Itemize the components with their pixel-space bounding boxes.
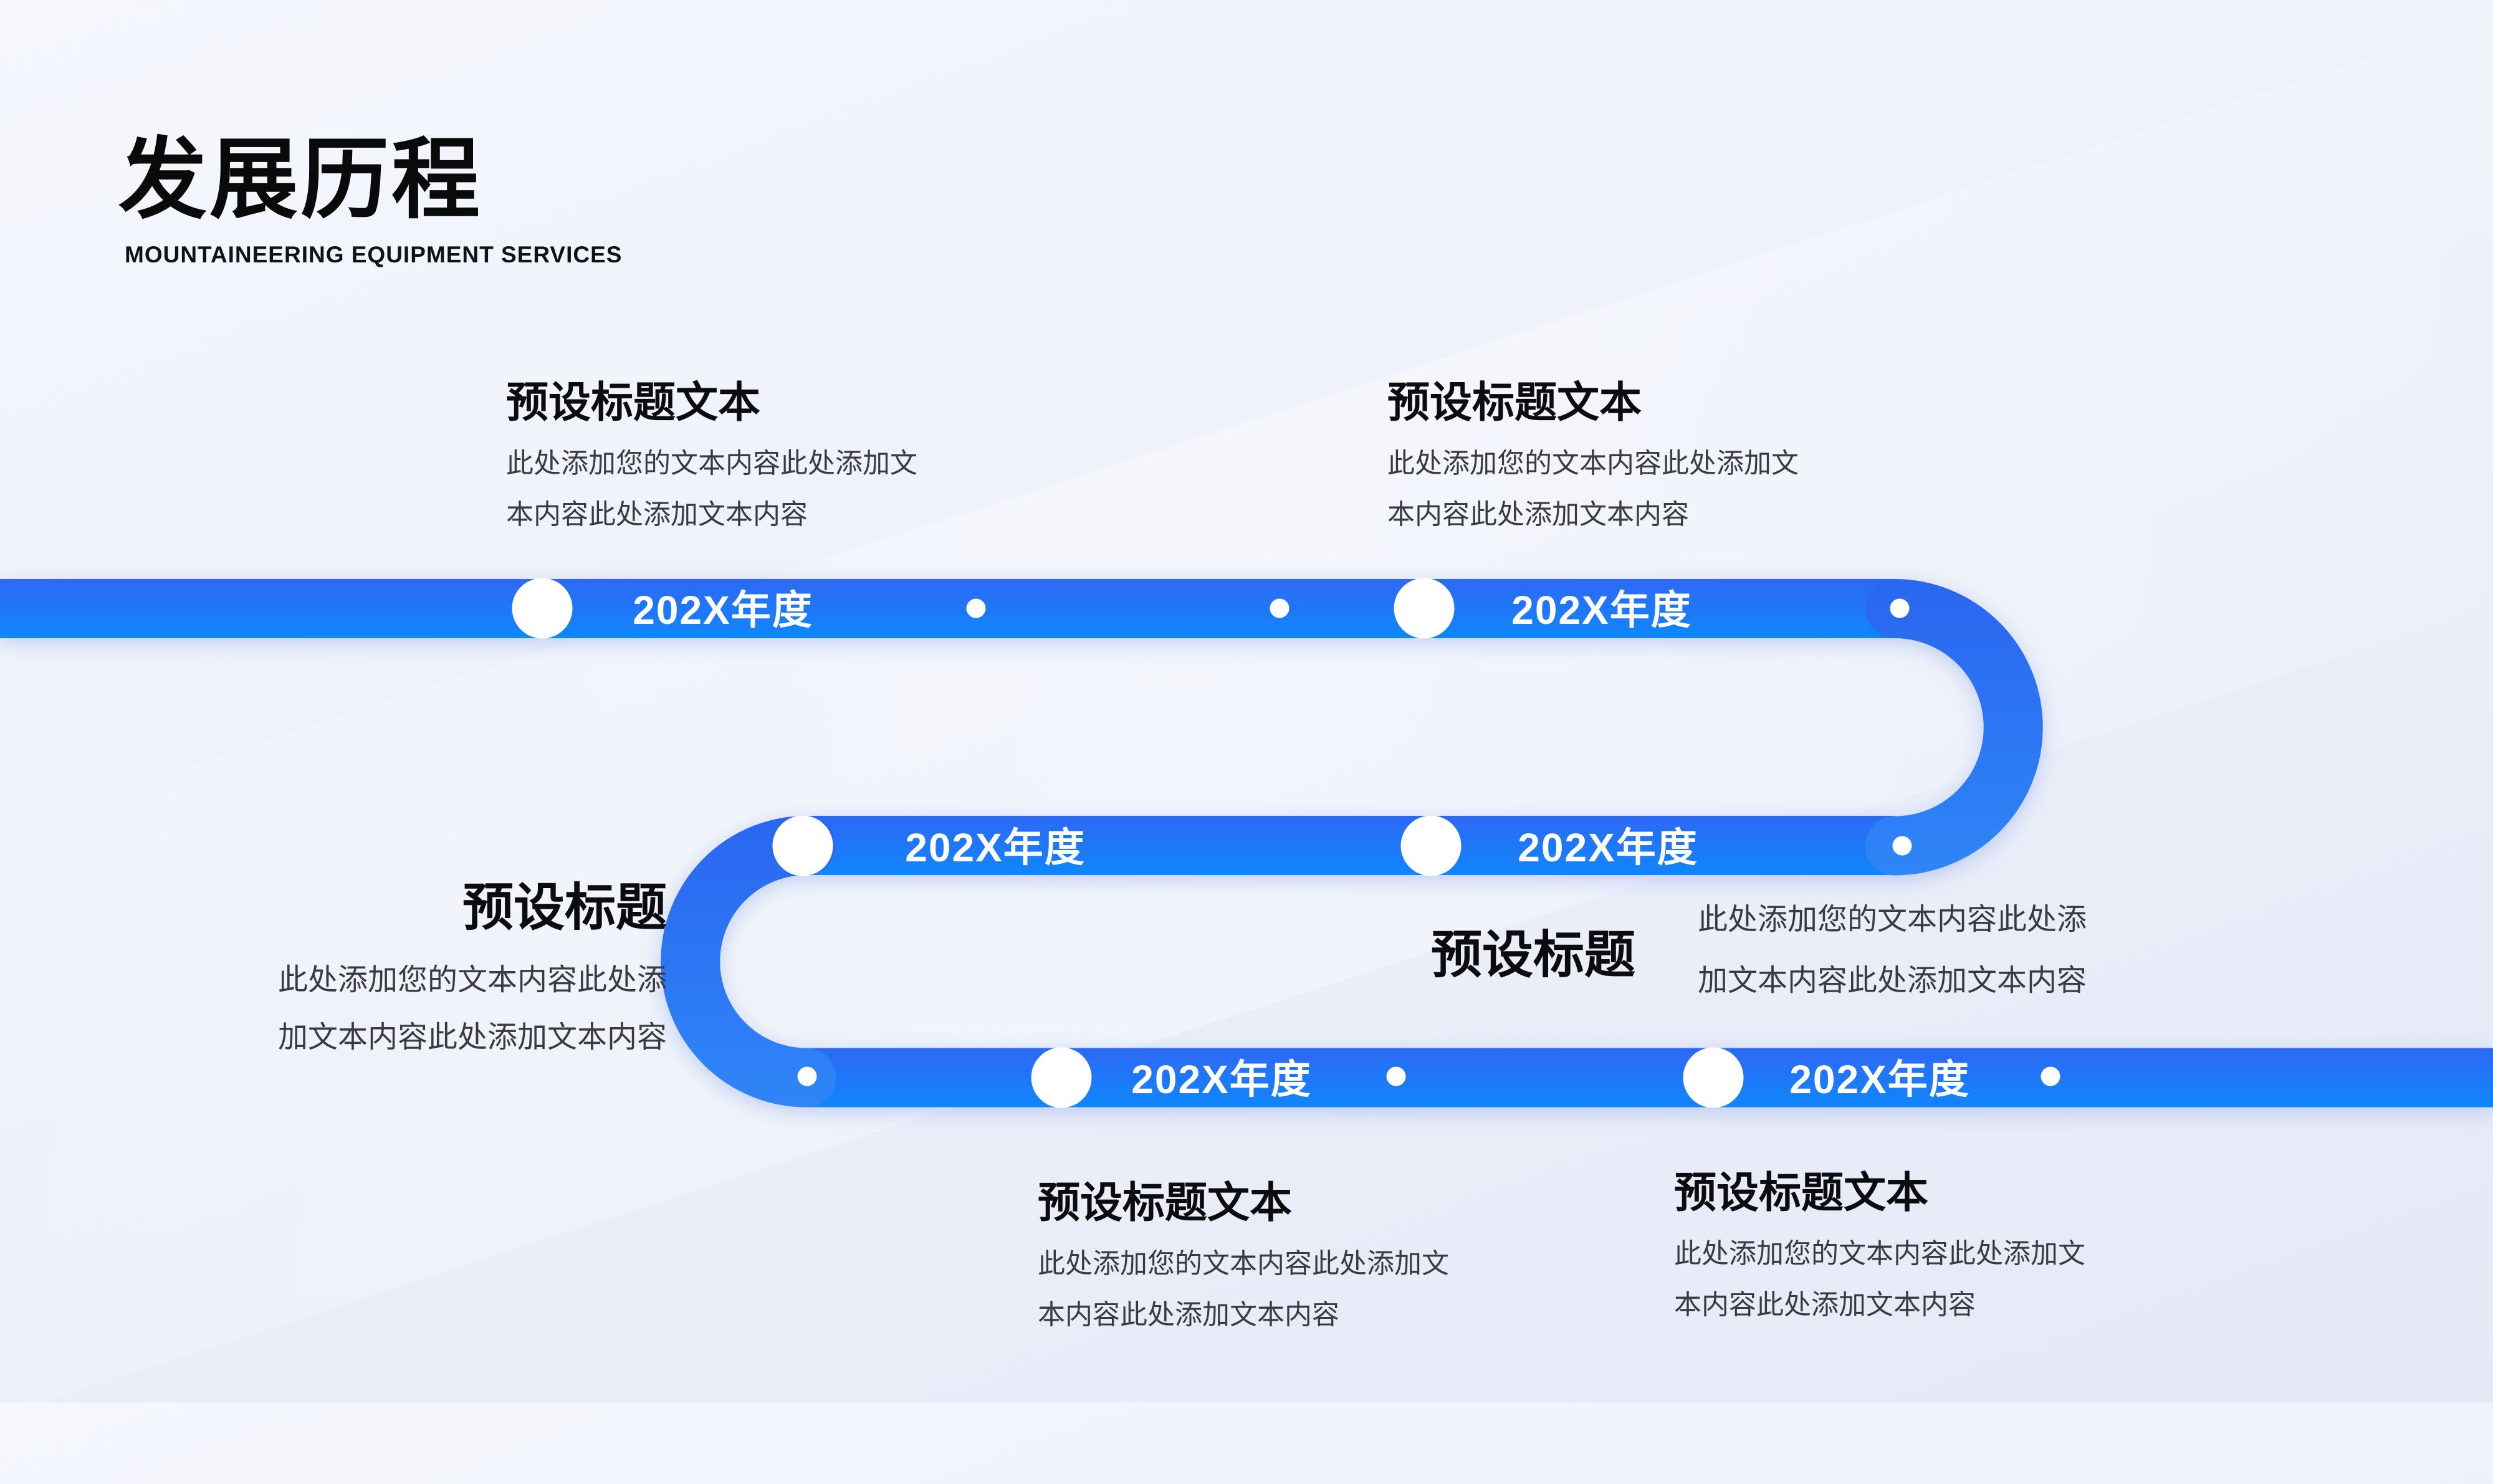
ribbon-row-top [0, 579, 1895, 638]
block-body-line: 加文本内容此处添加文本内容 [277, 1021, 667, 1054]
milestone-node-3 [772, 815, 833, 876]
timeline-dot [2041, 1066, 2060, 1086]
ribbon-turn-right [1865, 579, 2043, 876]
ribbon-row-middle [806, 816, 1895, 875]
timeline-dot [1890, 598, 1910, 618]
year-label-2: 202X年度 [1511, 588, 1692, 633]
timeline-dot [1270, 598, 1290, 618]
year-label-6: 202X年度 [1789, 1057, 1970, 1103]
timeline-dot [1386, 1066, 1406, 1086]
timeline-dot [797, 1066, 817, 1086]
text-block-top-right: 预设标题文本 此处添加您的文本内容此处添加文 本内容此处添加文本内容 [1387, 381, 1799, 529]
block-title: 预设标题文本 [1038, 1179, 1293, 1227]
text-block-middle-right: 此处添加您的文本内容此处添 加文本内容此处添加文本内容 [1698, 905, 2087, 996]
milestone-node-2 [1394, 578, 1455, 639]
text-block-middle-left: 预设标题 此处添加您的文本内容此处添 加文本内容此处添加文本内容 [156, 883, 667, 1053]
block-body-line: 加文本内容此处添加文本内容 [1698, 964, 2087, 997]
block-title: 预设标题 [1431, 927, 1636, 984]
block-body-line: 本内容此处添加文本内容 [1674, 1290, 1976, 1320]
milestone-node-5 [1031, 1047, 1092, 1108]
block-body-line: 此处添加您的文本内容此处添加文 [1038, 1248, 1449, 1279]
year-label-4: 202X年度 [1518, 825, 1698, 871]
block-title: 预设标题文本 [1674, 1169, 1929, 1217]
block-body-line: 此处添加您的文本内容此处添 [277, 964, 667, 997]
block-body-line: 此处添加您的文本内容此处添加文 [1387, 448, 1799, 479]
year-label-3: 202X年度 [905, 825, 1086, 871]
page-subtitle: MOUNTAINEERING EQUIPMENT SERVICES [125, 242, 623, 267]
block-body-line: 本内容此处添加文本内容 [1387, 499, 1689, 530]
text-block-bottom-left: 预设标题文本 此处添加您的文本内容此处添加文 本内容此处添加文本内容 [1038, 1182, 1449, 1329]
page-title: 发展历程 [118, 130, 482, 229]
ribbon-turn-left [661, 816, 836, 1108]
block-title: 预设标题文本 [1387, 379, 1642, 426]
timeline-dot [1892, 836, 1912, 856]
text-block-bottom-right: 预设标题文本 此处添加您的文本内容此处添加文 本内容此处添加文本内容 [1674, 1172, 2085, 1319]
block-body-line: 本内容此处添加文本内容 [506, 499, 808, 530]
block-body-line: 此处添加您的文本内容此处添 [1698, 903, 2087, 936]
block-body-line: 本内容此处添加文本内容 [1038, 1300, 1339, 1330]
text-block-top-left: 预设标题文本 此处添加您的文本内容此处添加文 本内容此处添加文本内容 [506, 381, 917, 529]
block-body-line: 此处添加您的文本内容此处添加文 [1674, 1238, 2085, 1269]
milestone-node-6 [1683, 1047, 1744, 1108]
block-body-line: 此处添加您的文本内容此处添加文 [506, 448, 917, 479]
milestone-node-4 [1400, 815, 1462, 876]
block-title: 预设标题文本 [506, 379, 761, 426]
block-title: 预设标题 [462, 879, 667, 936]
year-label-1: 202X年度 [633, 588, 813, 633]
year-label-5: 202X年度 [1131, 1057, 1312, 1103]
timeline-dot [966, 598, 986, 618]
milestone-node-1 [512, 578, 573, 639]
